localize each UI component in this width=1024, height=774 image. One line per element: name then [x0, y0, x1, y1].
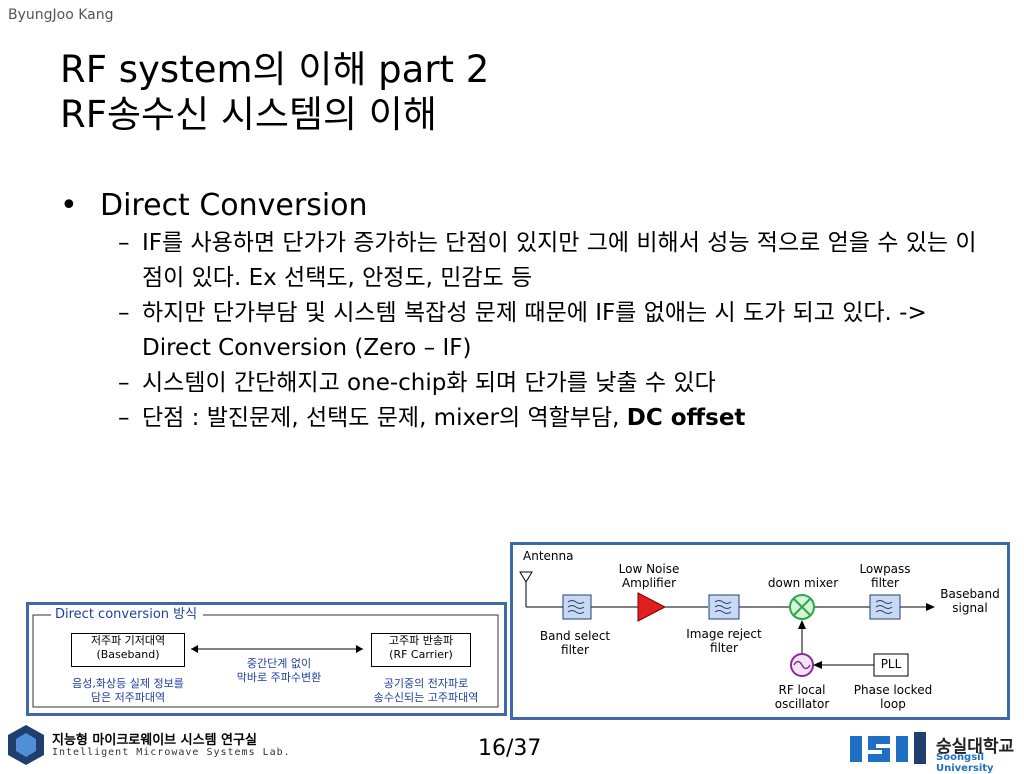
lowpass-filter-icon: [869, 594, 901, 620]
bullet-main-text: Direct Conversion: [100, 188, 368, 223]
lna-label: Low Noise Amplifier: [618, 562, 680, 590]
sub-item: – 시스템이 간단해지고 one-chip화 되며 단가를 낮출 수 있다: [60, 366, 980, 401]
page-number: 16/37: [478, 736, 542, 761]
title-line-2: RF송수신 시스템의 이해: [60, 93, 437, 136]
lab-logo: [8, 725, 44, 765]
down-mixer-label: down mixer: [767, 576, 839, 590]
pll-box-label: PLL: [880, 657, 902, 671]
lab-name-english: Intelligent Microwave Systems Lab.: [52, 747, 291, 758]
sub-item: – 하지만 단가부담 및 시스템 복잡성 문제 때문에 IF를 없애는 시 도가…: [60, 296, 980, 366]
title-line-1: RF system의 이해 part 2: [60, 48, 490, 91]
lowpass-label: Lowpass filter: [859, 562, 911, 590]
sub-item-text: 단점 : 발진문제, 선택도 문제, mixer의 역할부담,: [142, 405, 627, 431]
image-reject-filter-icon: [708, 594, 740, 620]
antenna-label: Antenna: [523, 549, 574, 563]
pll-label: Phase locked loop: [853, 683, 933, 711]
rf-local-oscillator-icon: [790, 653, 814, 677]
rf-local-label: RF local oscillator: [774, 683, 830, 711]
sub-item-text: 하지만 단가부담 및 시스템 복잡성 문제 때문에 IF를 없애는 시 도가 되…: [142, 300, 927, 361]
university-logo: [850, 732, 926, 764]
lna-amplifier-icon: [637, 592, 667, 622]
pll-block: [873, 653, 909, 677]
direct-conversion-diagram: [32, 610, 499, 708]
lab-name-korean: 지능형 마이크로웨이브 시스템 연구실: [52, 733, 257, 748]
university-name-english: Soongsil University: [936, 752, 994, 774]
left-caption: 음성,화상등 실제 정보를 담은 저주파대역: [72, 677, 184, 704]
author-name: ByungJoo Kang: [8, 7, 114, 23]
sub-item-text: 시스템이 간단해지고 one-chip화 되며 단가를 낮출 수 있다: [142, 370, 716, 396]
university-name-korean: 숭실대학교: [936, 737, 1015, 757]
band-select-filter-icon: [562, 594, 592, 620]
image-reject-label: Image reject filter: [686, 627, 762, 655]
baseband-box: 저주파 기저대역 (Baseband): [71, 633, 185, 667]
figure-left-title: Direct conversion 방식: [55, 607, 198, 622]
dash-marker: –: [118, 300, 130, 326]
dash-marker: –: [118, 370, 130, 396]
bullet-list: • Direct Conversion – IF를 사용하면 단가가 증가하는 …: [60, 186, 980, 436]
baseband-label: Baseband signal: [940, 587, 1000, 615]
sub-item: – 단점 : 발진문제, 선택도 문제, mixer의 역할부담, DC off…: [60, 401, 980, 436]
sub-item-text: IF를 사용하면 단가가 증가하는 단점이 있지만 그에 비해서 성능 적으로 …: [142, 230, 977, 291]
receiver-block-diagram: Antenna Low Noise Amplifier down mixer L…: [510, 542, 1010, 720]
antenna-icon: [519, 571, 563, 608]
rf-carrier-box: 고주파 반송파 (RF Carrier): [371, 633, 471, 667]
bullet-dot: •: [60, 188, 78, 223]
sub-item-bold: DC offset: [626, 405, 746, 431]
down-mixer-icon: [789, 594, 815, 620]
bullet-main: • Direct Conversion: [60, 186, 980, 226]
direct-conversion-figure: Direct conversion 방식 저주파 기저대역 (Baseband)…: [26, 602, 507, 716]
band-select-label: Band select filter: [539, 629, 611, 657]
right-caption: 공기중의 전자파로 송수신되는 고주파대역: [373, 677, 479, 704]
dash-marker: –: [118, 230, 130, 256]
slide-title: RF system의 이해 part 2 RF송수신 시스템의 이해: [60, 47, 489, 137]
receiver-diagram-svg: [519, 571, 935, 677]
middle-caption: 중간단계 없이 막바로 주파수변환: [236, 657, 322, 684]
dash-marker: –: [118, 405, 130, 431]
sub-item: – IF를 사용하면 단가가 증가하는 단점이 있지만 그에 비해서 성능 적으…: [60, 226, 980, 296]
